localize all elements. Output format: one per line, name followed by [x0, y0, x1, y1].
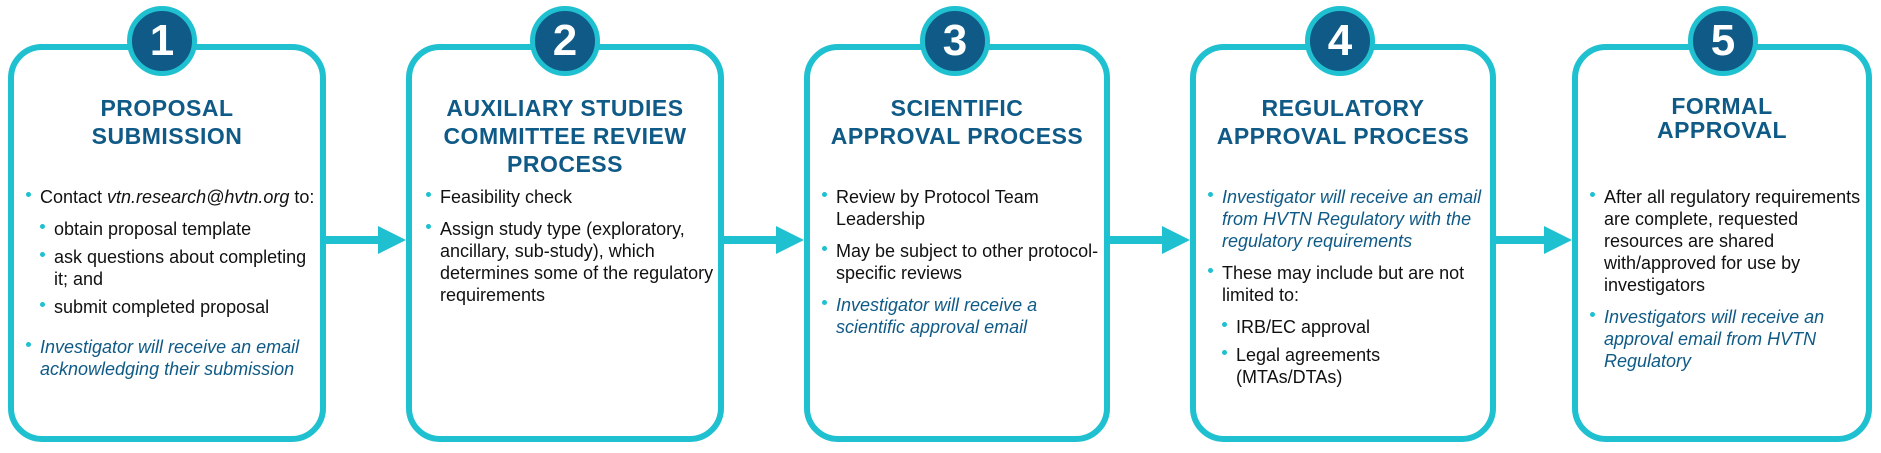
contact-email: vtn.research@hvtn.org: [107, 187, 290, 207]
step-4-list: Investigator will receive an email from …: [1208, 186, 1486, 394]
step-3-number-badge: 3: [920, 6, 990, 76]
step-3-list: Review by Protocol Team Leadership May b…: [822, 186, 1100, 348]
list-item: Contact vtn.research@hvtn.org to:: [26, 186, 316, 208]
step-2-card: [406, 44, 724, 442]
list-item: submit completed proposal: [40, 296, 316, 318]
step-5-number-badge: 5: [1688, 6, 1758, 76]
step-3-note: Investigator will receive a scientific a…: [822, 294, 1100, 338]
list-item: obtain proposal template: [40, 218, 316, 240]
list-item: Legal agreements (MTAs/DTAs): [1222, 344, 1486, 388]
arrow-right-icon: [724, 226, 804, 254]
step-4-title: REGULATORY APPROVAL PROCESS: [1216, 95, 1470, 149]
list-item: After all regulatory requirements are co…: [1590, 186, 1862, 296]
list-item: These may include but are not limited to…: [1208, 262, 1486, 306]
list-item: Feasibility check: [426, 186, 716, 208]
arrow-right-icon: [326, 226, 406, 254]
list-item: Assign study type (exploratory, ancillar…: [426, 218, 716, 306]
arrow-right-icon: [1110, 226, 1190, 254]
step-2-list: Feasibility check Assign study type (exp…: [426, 186, 716, 316]
step-2-title: AUXILIARY STUDIES COMMITTEE REVIEW PROCE…: [443, 95, 687, 177]
step-1-note: Investigator will receive an email ackno…: [26, 336, 316, 380]
list-item: Review by Protocol Team Leadership: [822, 186, 1100, 230]
list-item: ask questions about completing it; and: [40, 246, 316, 290]
step-3-title: SCIENTIFIC APPROVAL PROCESS: [830, 95, 1084, 149]
step-4-card: [1190, 44, 1496, 442]
step-1-card: [8, 44, 326, 442]
list-item: May be subject to other protocol-specifi…: [822, 240, 1100, 284]
step-1-list: Contact vtn.research@hvtn.org to: obtain…: [26, 186, 316, 390]
step-5-card: [1572, 44, 1872, 442]
step-2-number-badge: 2: [530, 6, 600, 76]
list-item: IRB/EC approval: [1222, 316, 1486, 338]
arrow-right-icon: [1496, 226, 1572, 254]
step-5-title: FORMAL APPROVAL: [1656, 93, 1788, 143]
step-1-title: PROPOSAL SUBMISSION: [91, 95, 243, 149]
step-3-card: [804, 44, 1110, 442]
step-5-note: Investigators will receive an approval e…: [1590, 306, 1862, 372]
step-5-list: After all regulatory requirements are co…: [1590, 186, 1862, 382]
step-4-note: Investigator will receive an email from …: [1208, 186, 1486, 252]
step-4-number-badge: 4: [1305, 6, 1375, 76]
step-1-number-badge: 1: [127, 6, 197, 76]
